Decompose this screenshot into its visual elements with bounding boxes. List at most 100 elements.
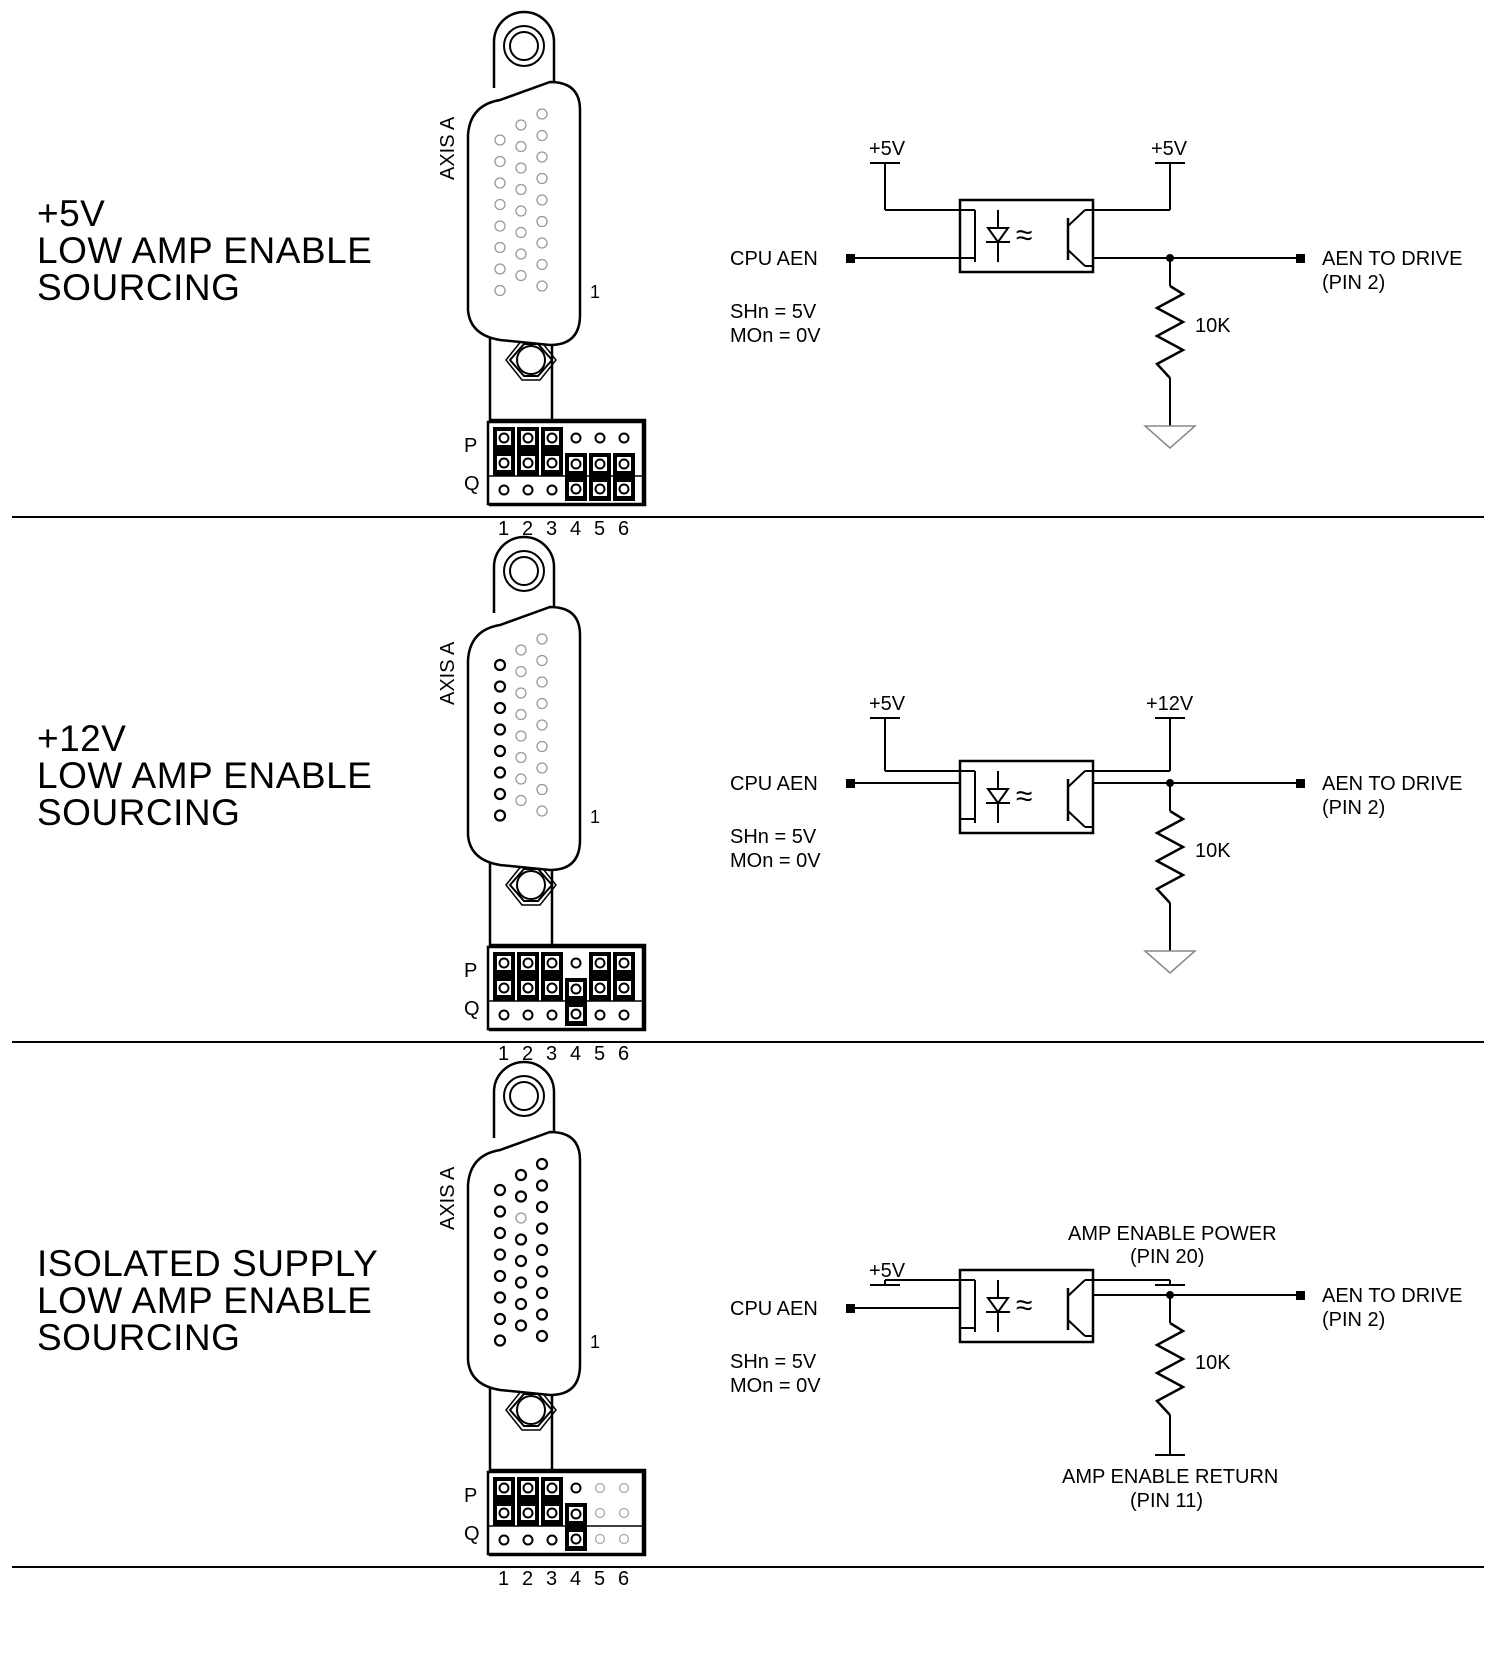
jumper-pin-hole bbox=[546, 1482, 558, 1494]
jumper-row-label: P bbox=[464, 960, 477, 982]
light-coupling-icon: ≈ bbox=[1016, 780, 1032, 813]
jumper-pin-hole bbox=[618, 458, 630, 470]
jumper-column-label: 4 bbox=[570, 1568, 581, 1590]
jumper-pin-hole bbox=[498, 957, 510, 969]
connector-pin bbox=[536, 654, 548, 667]
jumper-column-label: 4 bbox=[570, 518, 581, 540]
ground-icon bbox=[1143, 425, 1197, 449]
connector-pin bbox=[493, 766, 507, 779]
connector-pin bbox=[493, 1205, 507, 1218]
connector-pin bbox=[515, 730, 527, 742]
jumper-pin-hole bbox=[594, 458, 606, 470]
opto-circuit: ≈ bbox=[846, 1268, 1305, 1456]
connector-pin bbox=[494, 241, 506, 254]
connector-label: AXIS A bbox=[437, 641, 459, 705]
connector-pin bbox=[514, 1276, 528, 1289]
jumper-column-label: 2 bbox=[522, 518, 533, 540]
output-label: AEN TO DRIVE bbox=[1322, 1285, 1462, 1307]
jumper-pin-hole bbox=[522, 1507, 534, 1519]
note-line-1: SHn = 5V bbox=[730, 1351, 817, 1373]
jumper-column-label: 3 bbox=[546, 1043, 557, 1065]
jumper-column-label: 6 bbox=[618, 1568, 629, 1590]
connector-pin bbox=[515, 140, 527, 153]
resistor-label: 10K bbox=[1195, 840, 1231, 862]
left-supply-label: +5V bbox=[869, 138, 906, 160]
input-terminal bbox=[846, 1304, 855, 1313]
mounting-screw-icon bbox=[509, 1081, 539, 1111]
connector-pin bbox=[535, 1329, 549, 1343]
jumper-pin-hole bbox=[498, 484, 510, 496]
connector-pin bbox=[536, 172, 548, 185]
output-label: AEN TO DRIVE bbox=[1322, 248, 1462, 270]
jumper-column-label: 3 bbox=[546, 518, 557, 540]
connector-pin bbox=[536, 762, 548, 774]
right-supply-label: +5V bbox=[1151, 138, 1188, 160]
connector-pin bbox=[515, 665, 527, 678]
connector-pin bbox=[536, 719, 548, 731]
jumper-column-label: 6 bbox=[618, 1043, 629, 1065]
mounting-screw-icon bbox=[509, 31, 539, 61]
connector-pin bbox=[535, 1179, 549, 1192]
pin-1-label: 1 bbox=[590, 807, 600, 827]
jumper-pin-hole bbox=[498, 1009, 510, 1021]
connector-pin bbox=[515, 794, 527, 807]
jumper-pin-hole bbox=[546, 457, 558, 469]
jumper-column-label: 3 bbox=[546, 1568, 557, 1590]
jumper-row-label: P bbox=[464, 1485, 477, 1507]
jumper-pin-hole bbox=[570, 483, 582, 495]
connector-pin bbox=[536, 805, 548, 817]
pin-1-label: 1 bbox=[590, 282, 600, 302]
note-line-1: SHn = 5V bbox=[730, 826, 817, 848]
output-label: AEN TO DRIVE bbox=[1322, 773, 1462, 795]
output-pin-label: (PIN 2) bbox=[1322, 272, 1385, 294]
opto-circuit: ≈ bbox=[846, 162, 1305, 449]
input-label: CPU AEN bbox=[730, 1298, 818, 1320]
jumper-column-label: 2 bbox=[522, 1568, 533, 1590]
jumper-pin-hole bbox=[522, 457, 534, 469]
jumper-column-label: 1 bbox=[498, 1568, 509, 1590]
resistor-label: 10K bbox=[1195, 1352, 1231, 1374]
connector-pin bbox=[535, 1265, 549, 1278]
jumper-pin-hole bbox=[522, 1009, 534, 1021]
output-pin-label: (PIN 2) bbox=[1322, 797, 1385, 819]
right-supply-pin-label: (PIN 20) bbox=[1130, 1246, 1204, 1268]
connector-pin bbox=[536, 783, 548, 796]
note-line-2: MOn = 0V bbox=[730, 1375, 821, 1397]
transistor-collector bbox=[1067, 209, 1086, 227]
jumper-pin-hole bbox=[498, 1507, 510, 1519]
resistor-icon bbox=[1154, 809, 1186, 904]
light-coupling-icon: ≈ bbox=[1016, 219, 1032, 252]
title-line: SOURCING bbox=[37, 267, 241, 308]
connector-label: AXIS A bbox=[437, 1166, 459, 1230]
jumper-pin-hole bbox=[618, 1533, 630, 1545]
jumper-row-label: Q bbox=[464, 473, 480, 495]
connector-pin bbox=[493, 1248, 507, 1261]
connector-pin bbox=[515, 644, 527, 656]
light-coupling-icon: ≈ bbox=[1016, 1289, 1032, 1322]
connector-pin bbox=[536, 129, 548, 142]
connector-pin bbox=[536, 258, 548, 271]
jumper-row-label: Q bbox=[464, 1523, 480, 1545]
connector-pin bbox=[494, 284, 506, 297]
transistor-collector bbox=[1067, 1279, 1086, 1297]
jumper-pin-hole bbox=[570, 957, 582, 969]
connector-pin bbox=[515, 183, 527, 196]
jumper-pin-hole bbox=[570, 1482, 582, 1494]
output-terminal bbox=[1296, 254, 1305, 263]
resistor-icon bbox=[1154, 284, 1186, 379]
jumper-pin-hole bbox=[594, 1009, 606, 1021]
return-label: AMP ENABLE RETURN bbox=[1062, 1466, 1278, 1488]
panel-divider bbox=[12, 1566, 1484, 1568]
right-supply-label: +12V bbox=[1146, 693, 1194, 715]
jumper-pin-hole bbox=[570, 983, 582, 995]
note-line-2: MOn = 0V bbox=[730, 325, 821, 347]
note-line-2: MOn = 0V bbox=[730, 850, 821, 872]
panel-divider bbox=[12, 516, 1484, 518]
connector-pin bbox=[514, 1254, 528, 1268]
connector-pin bbox=[493, 680, 507, 693]
connector-pin bbox=[515, 269, 527, 282]
title-line: SOURCING bbox=[37, 1317, 241, 1358]
